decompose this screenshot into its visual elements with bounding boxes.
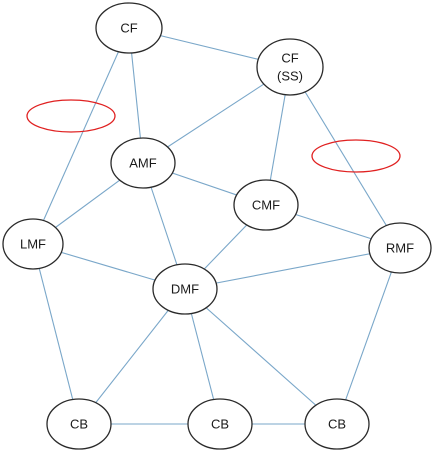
edge-lmf-to-cb-left — [32, 243, 80, 425]
nodes-layer: CF CF (SS) AMF CMF LMF RMF DMF CB CB CB — [2, 2, 432, 450]
node-ellipse — [95, 2, 163, 54]
node-label: DMF — [171, 282, 199, 297]
node-ellipse — [304, 398, 370, 450]
node-label: CB — [328, 417, 346, 432]
node-ellipse — [256, 38, 324, 96]
node-cb-left: CB — [46, 398, 112, 450]
node-sublabel: (SS) — [277, 69, 303, 84]
node-cf-top: CF — [95, 2, 163, 54]
node-rmf: RMF — [368, 222, 432, 274]
node-ellipse — [233, 179, 299, 231]
node-ellipse — [152, 263, 218, 315]
node-amf: AMF — [110, 137, 176, 189]
node-ellipse — [110, 137, 176, 189]
node-cmf: CMF — [233, 179, 299, 231]
node-lmf: LMF — [2, 218, 64, 270]
node-ellipse — [46, 398, 112, 450]
node-dmf: DMF — [152, 263, 218, 315]
red-ellipse-left-marker — [26, 99, 116, 133]
node-ellipse — [187, 398, 253, 450]
node-cf-ss: CF (SS) — [256, 38, 324, 96]
node-label: RMF — [386, 241, 414, 256]
edge-cf-top-to-lmf — [32, 27, 130, 245]
edge-cf-ss-to-rmf — [289, 66, 401, 249]
edges-layer — [32, 27, 401, 425]
edge-rmf-to-cb-right — [336, 247, 401, 425]
node-label: CB — [211, 417, 229, 432]
node-label: CF — [281, 51, 298, 66]
node-cb-right: CB — [304, 398, 370, 450]
node-ellipse — [2, 218, 64, 270]
node-label: AMF — [129, 156, 157, 171]
markers-layer — [26, 99, 401, 173]
red-ellipse-right-marker — [311, 139, 401, 173]
node-label: CMF — [252, 198, 280, 213]
node-cb-mid: CB — [187, 398, 253, 450]
edge-dmf-to-rmf — [184, 247, 401, 290]
node-label: CF — [120, 21, 137, 36]
edge-dmf-to-cb-right — [184, 288, 338, 425]
node-label: CB — [70, 417, 88, 432]
edge-dmf-to-cb-left — [78, 288, 186, 425]
node-label: LMF — [20, 237, 46, 252]
node-ellipse — [368, 222, 432, 274]
